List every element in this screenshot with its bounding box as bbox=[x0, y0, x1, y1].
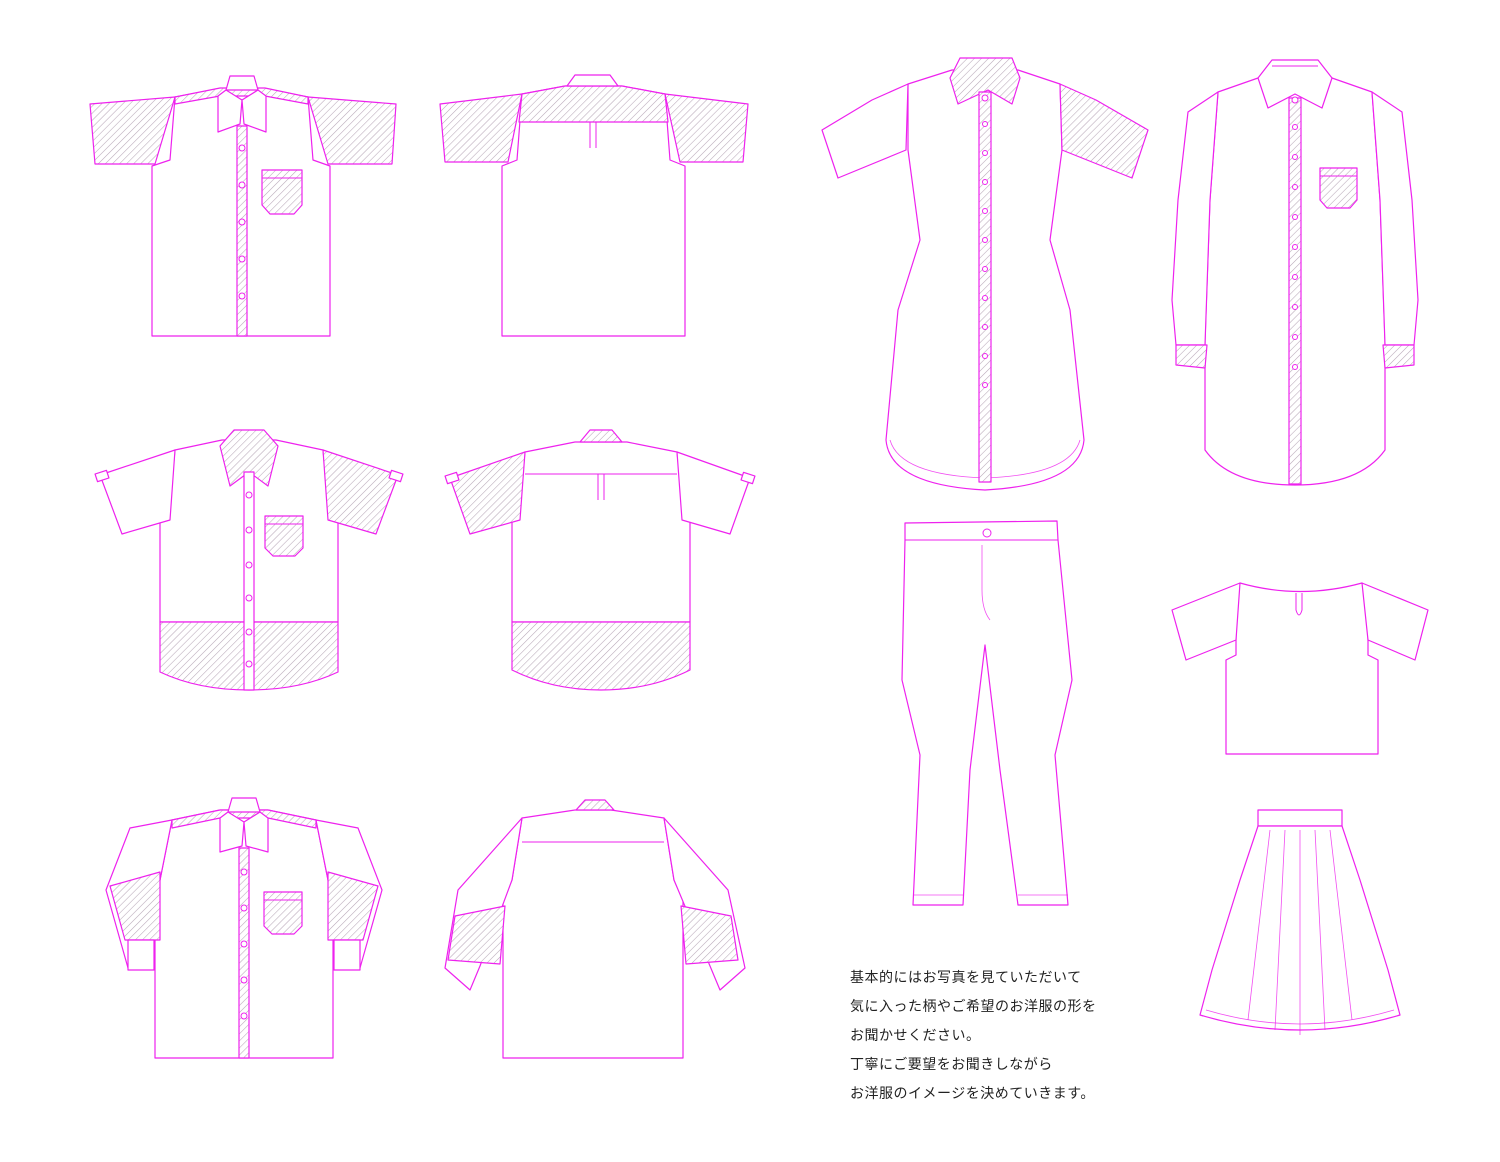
right-sleeve bbox=[1361, 582, 1429, 661]
caption-line: 丁寧にご要望をお聞きしながら bbox=[850, 1057, 1053, 1073]
right-sleeve bbox=[1371, 91, 1419, 346]
collar-hatched bbox=[949, 57, 1021, 105]
long-sleeve-shirt-back bbox=[444, 799, 746, 1059]
waistband bbox=[1257, 809, 1343, 827]
left-cuff-hatched bbox=[109, 871, 161, 941]
back-collar-hatched bbox=[575, 799, 615, 811]
left-sleeve bbox=[99, 449, 176, 535]
long-sleeve-shirt-dress bbox=[1171, 59, 1419, 486]
left-cuff-hatched bbox=[1175, 344, 1208, 369]
pocket-hatched bbox=[261, 169, 303, 215]
collar-hatched bbox=[219, 429, 279, 487]
left-cuff-hatched bbox=[447, 905, 506, 965]
long-sleeve-shirt-front bbox=[105, 797, 383, 1059]
right-cuff-hatched bbox=[1382, 344, 1415, 369]
placket-hatched bbox=[978, 91, 992, 483]
left-sleeve-hatched bbox=[89, 96, 176, 165]
pocket-hatched bbox=[263, 891, 303, 935]
rolled-sleeve-shirt-back bbox=[444, 429, 756, 691]
right-sleeve-hatched bbox=[307, 96, 397, 165]
caption-line: 気に入った柄やご希望のお洋服の形を bbox=[850, 999, 1097, 1015]
left-sleeve-hatched bbox=[449, 451, 526, 535]
caption-line: 基本的にはお写真を見ていただいて bbox=[850, 970, 1082, 986]
left-sleeve bbox=[1171, 91, 1219, 346]
right-cuff-hatched bbox=[327, 871, 379, 941]
placket-hatched bbox=[236, 125, 248, 337]
caption-line: お聞かせください。 bbox=[850, 1028, 981, 1044]
right-sleeve-hatched bbox=[664, 93, 749, 163]
pocket-hatched bbox=[1319, 167, 1358, 209]
right-sleeve bbox=[676, 451, 751, 535]
half-sleeve-shirt-dress bbox=[821, 57, 1149, 491]
back-collar-hatched bbox=[579, 429, 623, 443]
caption-text: 基本的にはお写真を見ていただいて 気に入った柄やご希望のお洋服の形を お聞かせく… bbox=[850, 964, 1270, 1109]
right-cuff-hatched bbox=[680, 905, 739, 965]
gathered-skirt bbox=[1199, 809, 1401, 1035]
placket-hatched bbox=[238, 847, 250, 1059]
short-sleeve-shirt-front bbox=[89, 75, 397, 337]
split-neck-blouse bbox=[1171, 582, 1429, 755]
left-sleeve-hatched bbox=[439, 93, 523, 163]
short-sleeve-shirt-back bbox=[439, 74, 749, 337]
waist-button bbox=[982, 528, 992, 538]
right-sleeve-hatched bbox=[322, 449, 399, 535]
left-sleeve bbox=[1171, 582, 1241, 661]
pocket-hatched bbox=[264, 515, 304, 557]
right-sleeve-hatched bbox=[1059, 83, 1149, 179]
left-sleeve bbox=[821, 83, 909, 179]
caption-line: お洋服のイメージを決めていきます。 bbox=[850, 1086, 1095, 1102]
slim-pants bbox=[901, 520, 1073, 906]
back-yoke-hatched bbox=[518, 85, 669, 123]
hem-band-hatched bbox=[511, 621, 691, 691]
rolled-sleeve-shirt-front bbox=[94, 429, 404, 691]
